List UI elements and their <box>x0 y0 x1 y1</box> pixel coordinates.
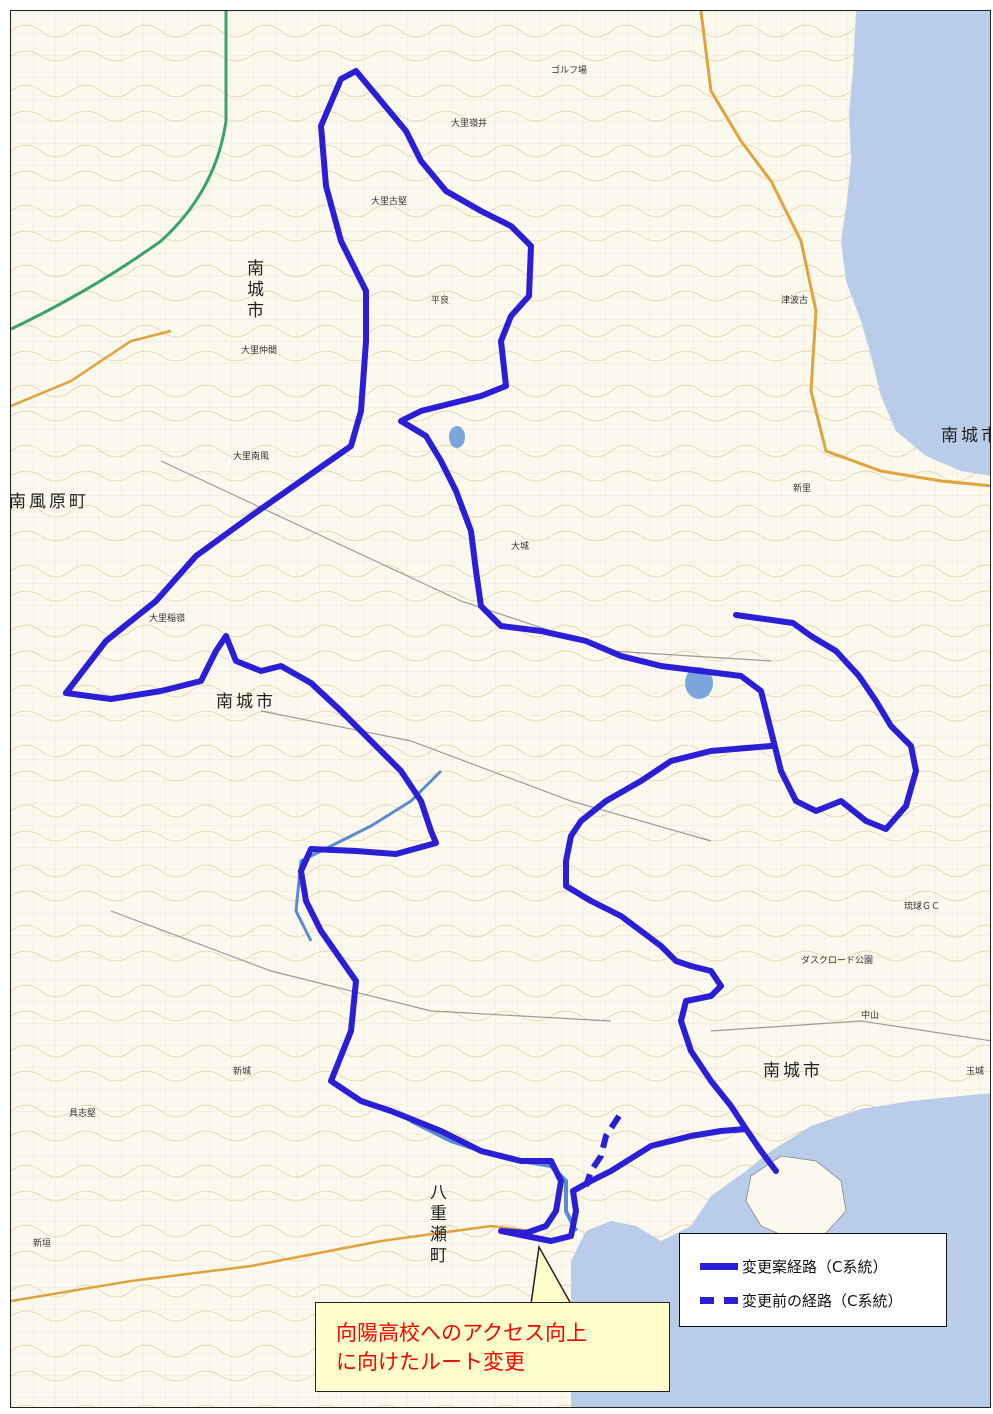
map-label-tsukeshiro: 津波古 <box>781 296 809 306</box>
callout-text: 向陽高校へのアクセス向上 に向けたルート変更 <box>336 1321 587 1374</box>
topographic-map[interactable] <box>11 11 991 1408</box>
map-label-ozato: 大城 <box>511 542 530 552</box>
place-label-nanjo-vertical: 南城市 <box>243 259 263 322</box>
river <box>294 769 443 942</box>
legend-dashed-line-icon <box>700 1297 738 1304</box>
map-label-golf: ゴルフ場 <box>551 66 588 76</box>
legend-new-route-label: 変更案経路（C系統） <box>742 1258 888 1276</box>
route-new-main <box>63 68 919 832</box>
main-road-south <box>11 1224 532 1303</box>
map-label-park: ダスクロード公園 <box>801 956 874 966</box>
map-label-ozato-ohira: 大里嶺井 <box>451 119 488 129</box>
route-old-segment <box>583 1114 622 1187</box>
route-new-loop-south <box>563 743 774 1132</box>
legend-old-route-label: 変更前の経路（C系統） <box>742 1292 903 1310</box>
map-label-gushiken: 具志堅 <box>69 1109 97 1119</box>
map-label-nakayama: 中山 <box>861 1011 880 1021</box>
place-label-haebaru: 南風原町 <box>10 492 89 512</box>
route-change-callout: 向陽高校へのアクセス向上 に向けたルート変更 <box>315 1302 670 1392</box>
map-legend: 変更案経路（C系統） 変更前の経路（C系統） <box>679 1233 947 1327</box>
pond-north <box>449 426 465 448</box>
map-label-shinjo: 新城 <box>233 1067 252 1077</box>
map-label-ozato-minami: 大里南風 <box>233 452 270 462</box>
route-new-loop-west <box>63 633 779 1244</box>
legend-item-old-route: 変更前の経路（C系統） <box>700 1290 902 1311</box>
map-frame: 南城市 南城市 南城市 南城市 南風原町 八重瀬町 ゴルフ場 大里古堅 大里稲嶺… <box>10 10 991 1408</box>
map-label-hiraraga: 平良 <box>431 296 450 306</box>
legend-item-new-route: 変更案経路（C系統） <box>700 1256 887 1277</box>
cape-island <box>745 1155 847 1240</box>
place-label-nanjo-east: 南城市 <box>763 1061 823 1081</box>
map-label-ryukyu-gc: 琉球ＧＣ <box>904 902 941 912</box>
place-label-nanjo-edge: 南城市 <box>941 426 990 446</box>
main-road-west <box>11 329 172 408</box>
road-central <box>110 460 990 1042</box>
map-label-ozato-hobe: 大里稲嶺 <box>149 614 186 624</box>
expressway <box>11 11 228 331</box>
sea-east <box>841 11 990 476</box>
place-label-yaese: 八重瀬町 <box>426 1183 446 1267</box>
main-road-east <box>699 11 990 488</box>
map-label-ozato-nakama: 大里仲間 <box>241 346 278 356</box>
map-label-shinzato: 新里 <box>793 484 812 494</box>
map-label-ozato-kaisei: 大里古堅 <box>371 197 408 207</box>
map-label-arakaki: 新垣 <box>33 1239 52 1249</box>
legend-solid-line-icon <box>700 1263 738 1270</box>
pond-east <box>685 667 713 699</box>
place-label-nanjo-center: 南城市 <box>216 692 276 712</box>
map-label-tamagusuku: 玉城 <box>966 1067 985 1077</box>
